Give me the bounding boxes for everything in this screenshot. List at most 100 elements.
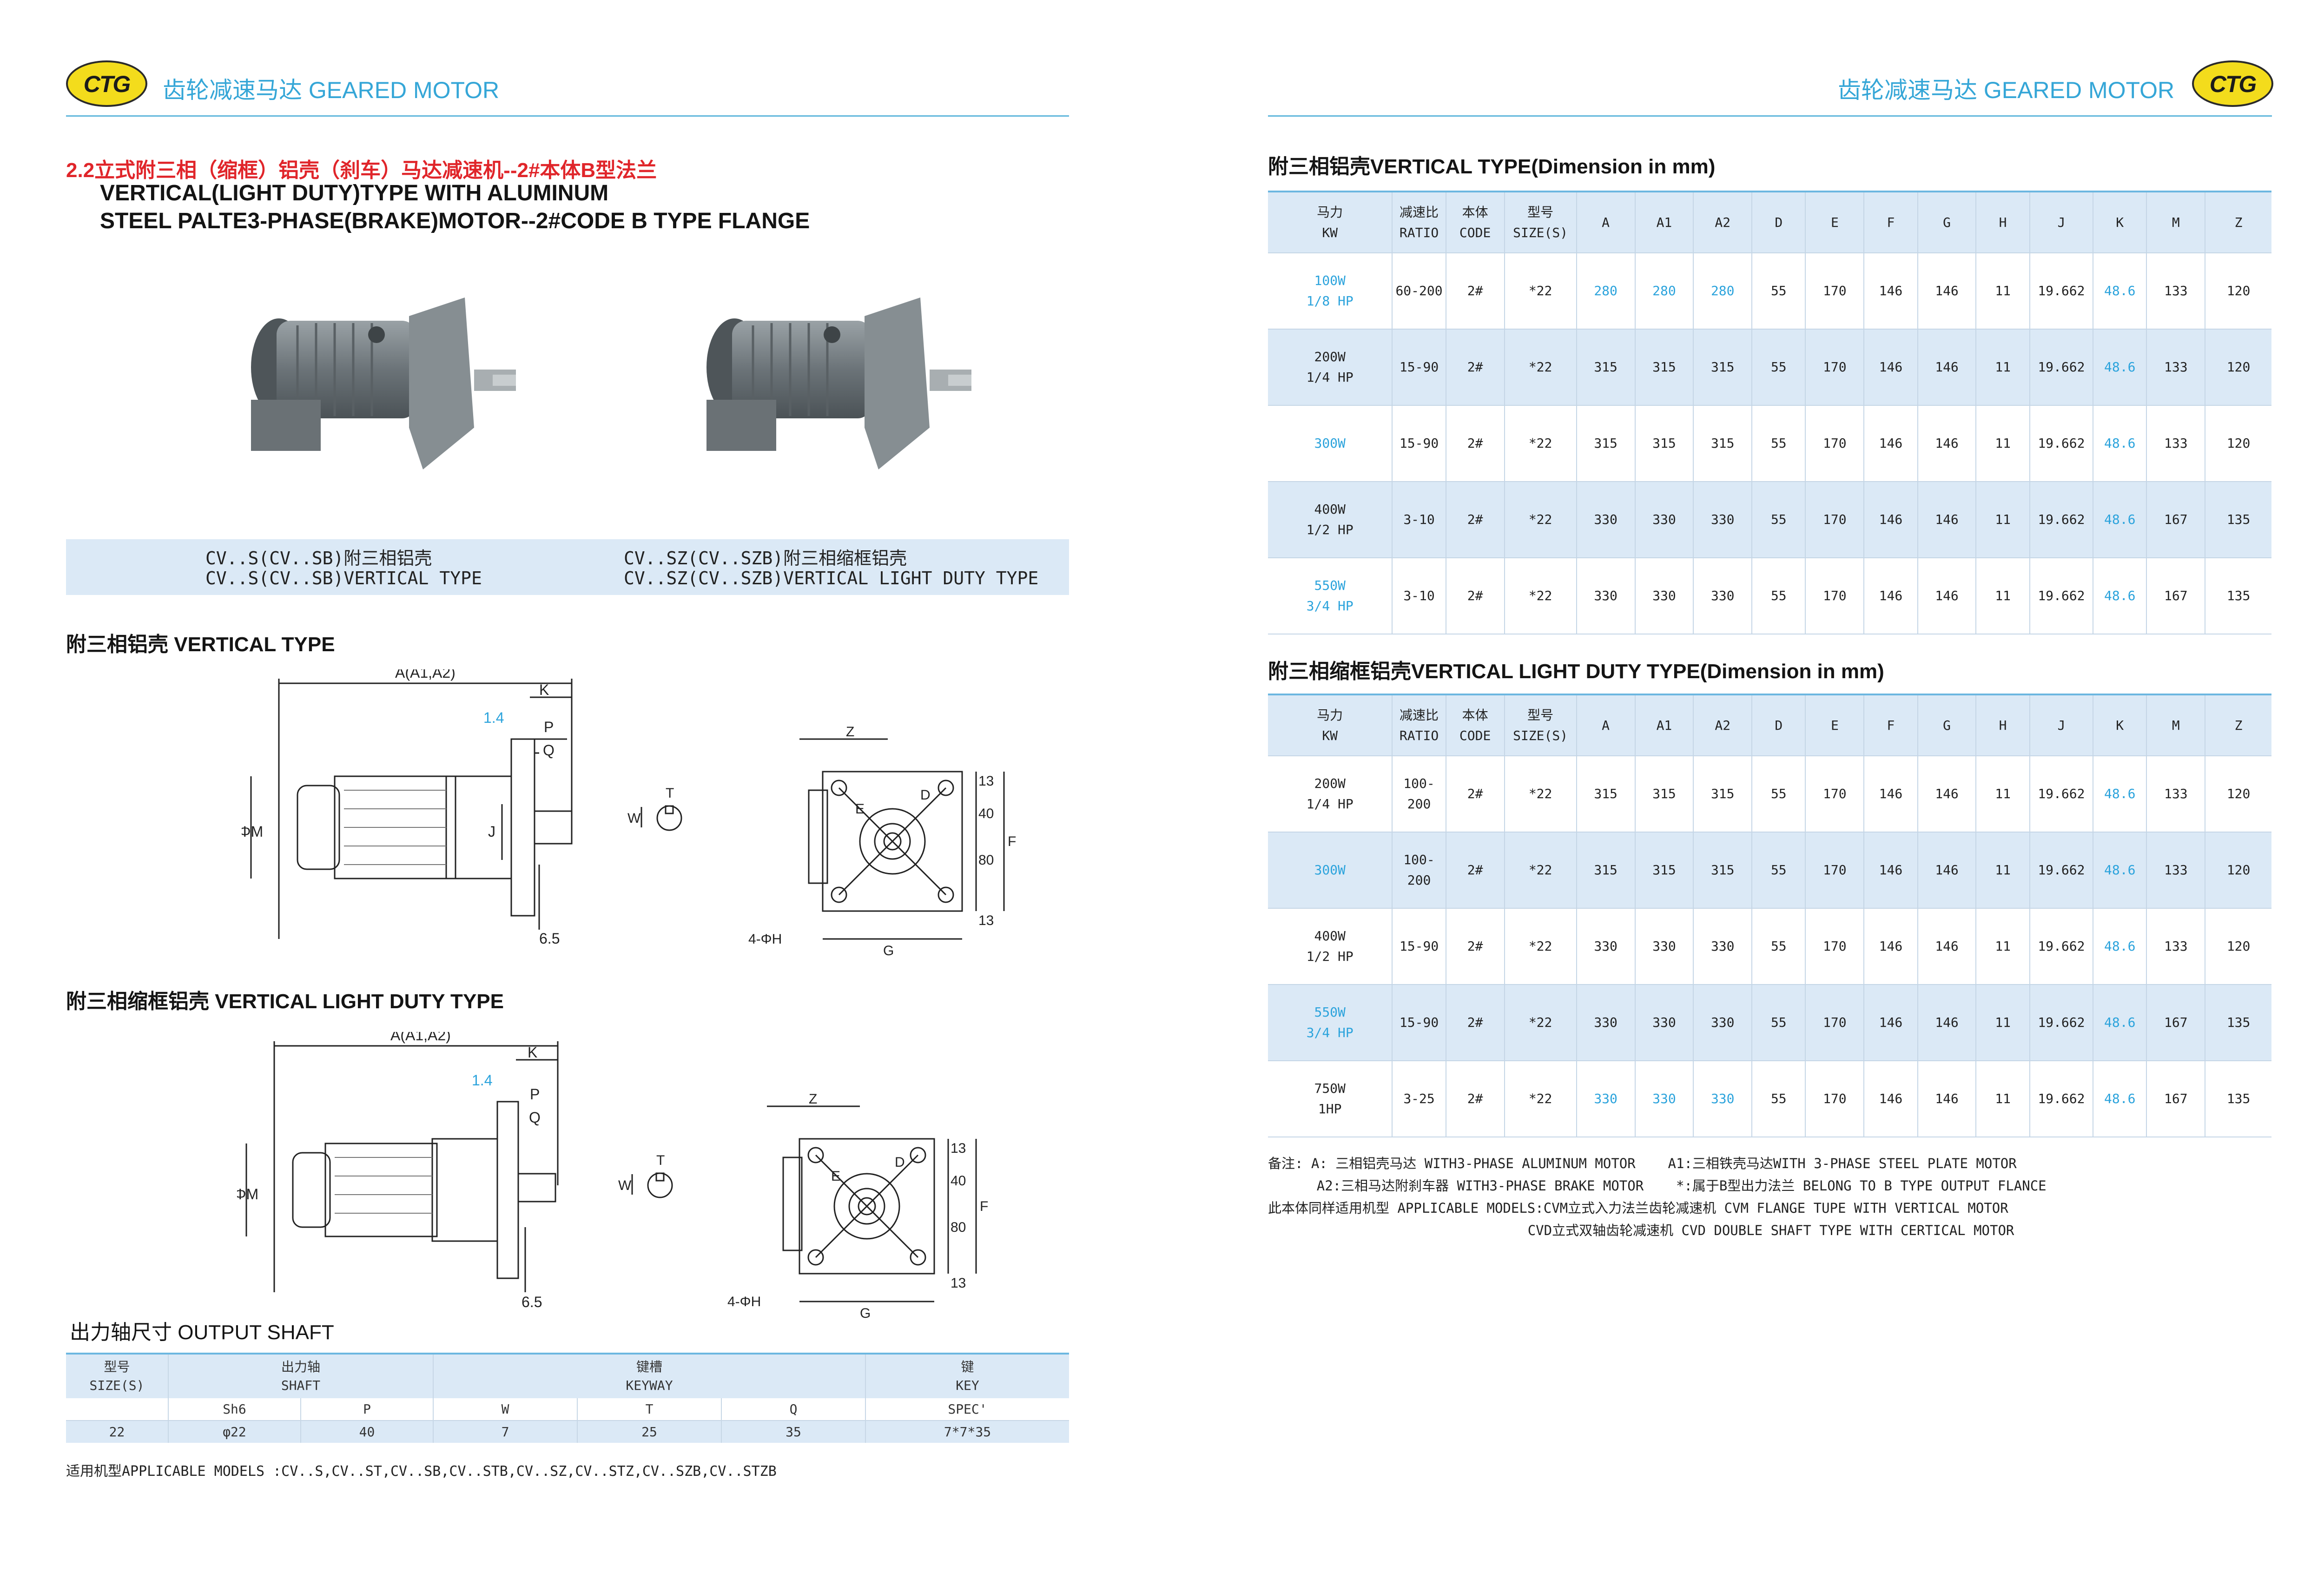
light-duty-side-drawing: A(A1,A2) K 1.4 P Q ΦM 6.5 [237,1032,559,1310]
ctg-logo [66,60,147,107]
dim-13-top: 13 [978,773,994,789]
cell-code: 2# [1445,329,1505,405]
cell-z: 135 [2205,481,2271,558]
cell-a1: 315 [1634,329,1694,405]
cell-d: 55 [1751,1060,1806,1137]
light-duty-shaft-section: T W [618,1153,673,1198]
section-title-cn: 2.2立式附三相（缩框）铝壳（刹车）马达减速机--2#本体B型法兰 [66,159,657,182]
cell-f: 146 [1863,755,1918,832]
cell-g: 146 [1917,557,1976,634]
cell-kw: 300W [1268,832,1393,908]
dim-a-2: A(A1,A2) [390,1032,451,1044]
column-header: A1 [1634,694,1694,756]
applicable-models: 适用机型APPLICABLE MODELS :CV..S,CV..ST,CV..… [66,1463,777,1480]
column-header: A [1576,191,1635,253]
cell-d: 55 [1751,908,1806,985]
dim-a: A(A1,A2) [395,669,456,681]
cell-size: *22 [1504,405,1577,482]
cell-e: 170 [1805,557,1864,634]
cell-ratio: 3-10 [1392,481,1446,558]
column-header: K [2093,191,2147,253]
cell-g: 146 [1917,984,1976,1061]
cell-g: 146 [1917,481,1976,558]
column-header: G [1917,694,1976,756]
cell-size: *22 [1504,252,1577,329]
dim-phi-m-2: ΦM [237,1186,258,1203]
dim-e-2: E [831,1169,840,1184]
cell-k: 48.6 [2093,557,2147,634]
column-header: E [1805,191,1864,253]
cell-a: 315 [1576,329,1635,405]
dim-j: J [488,823,495,840]
cell-h: 11 [1975,755,2030,832]
cell-j: 19.662 [2029,908,2093,985]
column-header: J [2029,694,2093,756]
column-header: H [1975,191,2030,253]
cell-code: 2# [1445,984,1505,1061]
cell-kw: 300W [1268,405,1393,482]
cell-h: 11 [1975,405,2030,482]
drawing2-title: 附三相缩框铝壳 VERTICAL LIGHT DUTY TYPE [66,990,504,1013]
cell-e: 170 [1805,405,1864,482]
cell-size: *22 [1504,832,1577,908]
cell-ratio: 15-90 [1392,405,1446,482]
column-header: A2 [1693,191,1752,253]
cell-g: 146 [1917,1060,1976,1137]
cell-ratio: 3-10 [1392,557,1446,634]
cell-a2: 330 [1693,557,1752,634]
cell-d: 55 [1751,405,1806,482]
vertical-type-shaft-section: T W [627,786,682,831]
cell-code: 2# [1445,405,1505,482]
cell-e: 170 [1805,1060,1864,1137]
cell-h: 11 [1975,329,2030,405]
cell-m: 133 [2146,832,2205,908]
cell-a1: 330 [1634,908,1694,985]
dim-q: Q [543,742,555,759]
dim-hole-2: 4-ΦH [727,1294,761,1309]
vertical-type-side-drawing: A(A1,A2) K 1.4 P Q J ΦM 6.5 [242,669,573,947]
dim-40-2: 40 [951,1173,966,1189]
cell-z: 120 [2205,908,2271,985]
cell-g: 146 [1917,329,1976,405]
caption-light-duty-en: CV..SZ(CV..SZB)VERTICAL LIGHT DUTY TYPE [624,568,1039,588]
cell-m: 133 [2146,405,2205,482]
shaft-subheader-row: Sh6 P W T Q SPEC' [66,1398,1069,1421]
table2-title: 附三相缩框铝壳VERTICAL LIGHT DUTY TYPE(Dimensio… [1268,660,1884,683]
dim-13-top-2: 13 [951,1141,966,1156]
cell-size: *22 [1504,557,1577,634]
dim-f-2: F [980,1199,988,1214]
cell-k: 48.6 [2093,984,2147,1061]
dim-k: K [539,681,549,698]
cell-k: 48.6 [2093,832,2147,908]
cell-code: 2# [1445,908,1505,985]
cell-a1: 330 [1634,557,1694,634]
column-header: H [1975,694,2030,756]
cell-a: 315 [1576,405,1635,482]
shaft-value-row: 22 φ22 40 7 25 35 7*7*35 [66,1421,1069,1443]
cell-a1: 315 [1634,832,1694,908]
cell-m: 167 [2146,481,2205,558]
section-title-en-1: VERTICAL(LIGHT DUTY)TYPE WITH ALUMINUM [100,181,609,205]
cell-f: 146 [1863,329,1918,405]
cell-d: 55 [1751,481,1806,558]
column-header: G [1917,191,1976,253]
output-shaft-title: 出力轴尺寸 OUTPUT SHAFT [70,1321,334,1344]
cell-z: 120 [2205,252,2271,329]
dim-40: 40 [978,806,994,821]
